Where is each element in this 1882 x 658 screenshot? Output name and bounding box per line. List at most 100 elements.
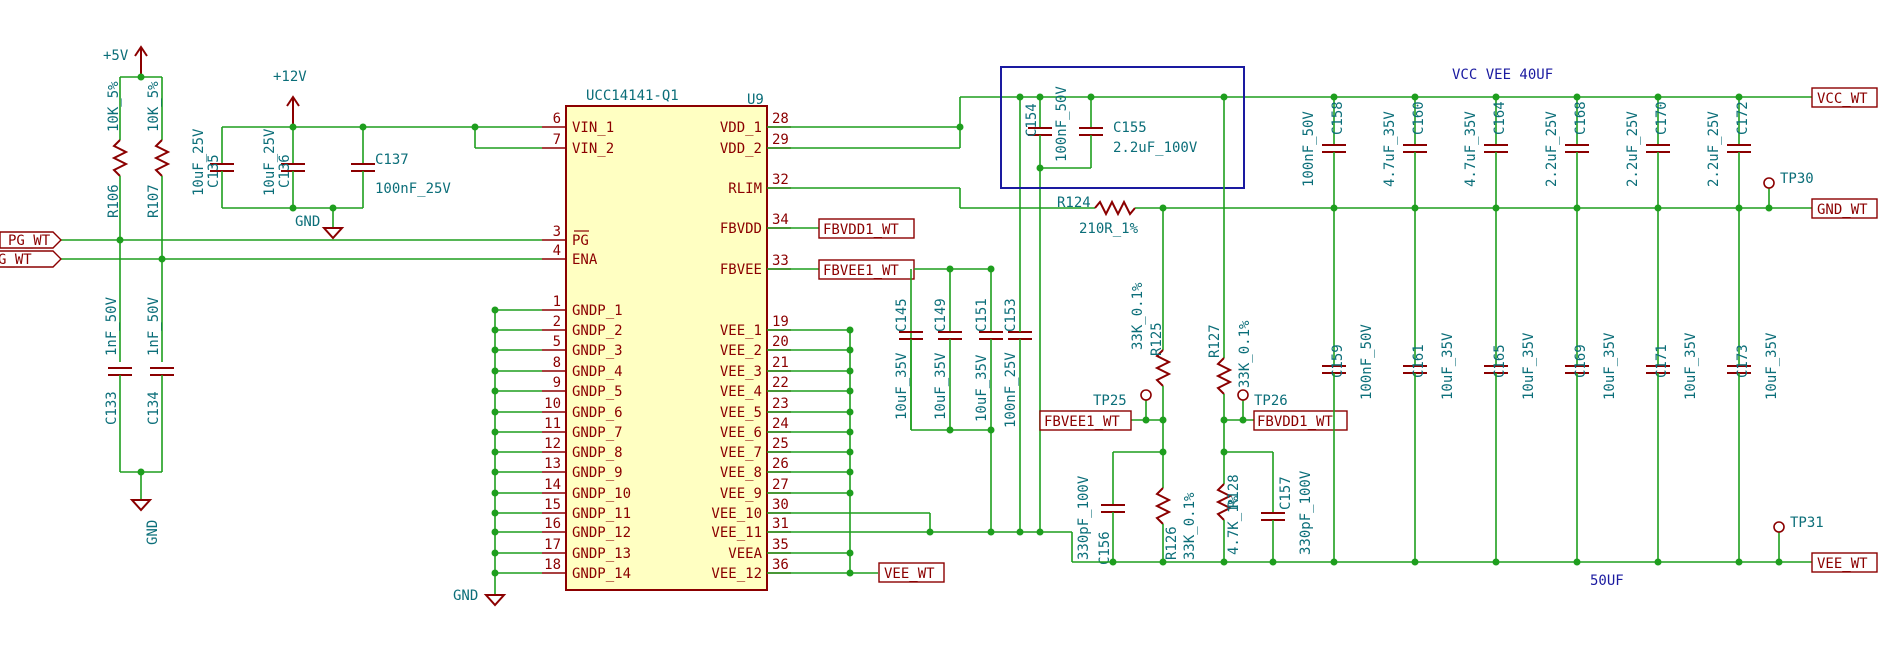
pin-name: GNDP_3 [572,343,623,359]
part-ref: C160 [1411,101,1427,135]
pin-name: GNDP_8 [572,445,623,461]
pin-name: VEE_11 [711,525,762,541]
part-value: 2.2uF_25V [1544,111,1560,187]
power-label-12v: +12V [273,69,307,85]
part-value: 10uF_35V [894,352,910,420]
capacitor-c173: C173 10uF_35V [1727,332,1780,400]
pin-name: GNDP_5 [572,384,623,400]
junction-dot [846,428,854,436]
testpoint-tp26: TP26 [1237,389,1288,409]
junction-dot [491,448,499,456]
pin-name: GNDP_7 [572,425,623,441]
part-value: 10uF_35V [1521,332,1537,400]
part-ref: R126 [1164,526,1180,560]
part-ref: R128 [1226,474,1242,508]
pin-name: PG [572,233,589,249]
capacitor-c156: C156 330pF_100V [1076,475,1125,565]
resistor-r125: R125 33K_0.1% [1130,282,1172,387]
input-caps-section: +12V C135 10uF_25V C136 10uF_25V C137 10 [191,69,542,240]
vee-bus: VEE_WT [767,326,1072,583]
pin-number: 30 [772,497,789,513]
junction-dot [491,367,499,375]
part-ref: C173 [1735,344,1751,378]
pin-name: GNDP_1 [572,303,623,319]
pin-name: VEE_10 [711,506,762,522]
net-label-fbvdd1-wt-div: FBVDD1_WT [1253,410,1348,431]
part-ref: C171 [1654,344,1670,378]
pin-number: 9 [553,375,561,391]
part-ref: C134 [146,391,162,425]
part-value: 100nF_50V [1359,324,1375,400]
junction-dot [846,489,854,497]
capacitor-c134: C134 1nF_50V [146,296,174,425]
pin-number: 2 [553,314,561,330]
pin-name: VDD_2 [720,141,762,157]
ground-symbol-left: GND [129,499,161,545]
pin-name: RLIM [728,181,762,197]
part-value: 10uF_35V [1683,332,1699,400]
part-value: 4.7K_1% [1226,495,1242,555]
part-ref: C164 [1492,101,1508,135]
pin-name: VEE_5 [720,405,762,421]
part-ref: R127 [1207,324,1223,358]
highlight-box-c154-c155: C154 100nF_50V C155 2.2uF_100V [1000,66,1245,189]
part-value: 100nF_25V [375,181,451,197]
pin-number: 18 [544,557,561,573]
pin-number: 19 [772,314,789,330]
pin-number: 14 [544,477,561,493]
pin-number: 20 [772,334,789,350]
part-ref: C149 [933,298,949,332]
junction-dot [1269,558,1277,566]
testpoint-label: TP31 [1790,515,1824,531]
pin-name: VIN_1 [572,120,614,136]
pin-name: VEE_9 [720,486,762,502]
net-label-fbvdd1-wt-ic: FBVDD1_WT [767,218,915,239]
testpoint-tp25: TP25 [1093,389,1152,409]
pin-number: 23 [772,396,789,412]
pin-name: VIN_2 [572,141,614,157]
pin-name: FBVEE [720,262,762,278]
part-ref: C172 [1735,101,1751,135]
capacitor-c137: C137 100nF_25V [351,152,451,197]
junction-dot [846,367,854,375]
part-value: 10uF_35V [1764,332,1780,400]
net-label-text: FBVDD1_WT [823,222,899,238]
junction-dot [491,387,499,395]
junction-dot [846,387,854,395]
part-ref: C145 [894,298,910,332]
pin-number: 5 [553,334,561,350]
part-ref: C151 [974,298,990,332]
pin-number: 13 [544,456,561,472]
pin-number: 8 [553,355,561,371]
part-ref: C159 [1330,344,1346,378]
capacitor-c149: C149 10uF_35V [933,298,962,420]
junction-dot [491,528,499,536]
part-ref: C161 [1411,344,1427,378]
capacitor-c171: C171 10uF_35V [1646,332,1699,400]
pin-name: VEE_6 [720,425,762,441]
resistor-r107: R107 10K_5% [146,81,171,218]
capacitor-c145: C145 10uF_35V [894,298,923,420]
junction-dot [491,489,499,497]
pin-number: 7 [553,132,561,148]
pin-name: GNDP_10 [572,486,631,502]
part-ref: C135 [206,154,222,188]
part-value: 2.2uF_100V [1113,140,1198,156]
net-label-fbvee1-wt-div: FBVEE1_WT [1039,410,1132,431]
pin-name: VEEA [728,546,762,562]
pin-name: GNDP_4 [572,364,623,380]
net-label-text: FBVEE1_WT [823,263,899,279]
